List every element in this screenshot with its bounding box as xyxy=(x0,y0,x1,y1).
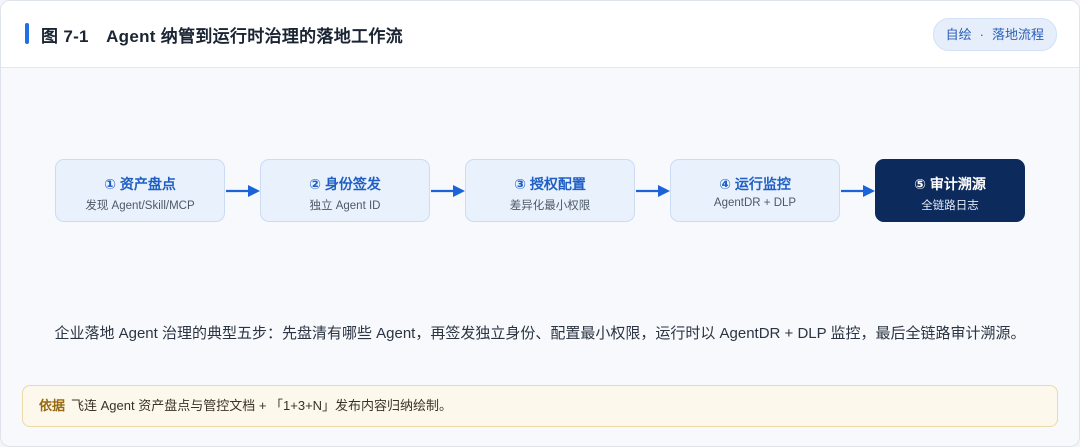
step-subtitle: 发现 Agent/Skill/MCP xyxy=(85,200,195,212)
step-subtitle: 全链路日志 xyxy=(921,200,979,212)
figure-title: 图 7-1 Agent 纳管到运行时治理的落地工作流 xyxy=(41,27,403,46)
tag-right: 落地流程 xyxy=(991,27,1044,42)
step-audit-tracing: ⑤ 审计溯源 全链路日志 xyxy=(875,159,1025,222)
step-asset-inventory: ① 资产盘点 发现 Agent/Skill/MCP xyxy=(55,159,225,222)
arrow-right-icon xyxy=(431,185,465,197)
step-title: ⑤ 审计溯源 xyxy=(914,176,986,192)
step-title: ① 资产盘点 xyxy=(104,176,176,192)
source-note: 依据飞连 Agent 资产盘点与管控文档 + 「1+3+N」发布内容归纳绘制。 xyxy=(22,385,1058,427)
arrow-right-icon xyxy=(841,185,875,197)
step-identity-issuance: ② 身份签发 独立 Agent ID xyxy=(260,159,430,222)
step-subtitle: AgentDR + DLP xyxy=(713,197,797,209)
accent-bar xyxy=(25,23,29,44)
step-authorization: ③ 授权配置 差异化最小权限 xyxy=(465,159,635,222)
step-subtitle: 差异化最小权限 xyxy=(509,200,591,212)
step-title: ③ 授权配置 xyxy=(514,176,586,192)
figure-header: 图 7-1 Agent 纳管到运行时治理的落地工作流 自绘 · 落地流程 xyxy=(1,1,1079,68)
step-runtime-monitoring: ④ 运行监控 AgentDR + DLP xyxy=(670,159,840,222)
arrow-right-icon xyxy=(636,185,670,197)
source-label: 依据 xyxy=(39,398,66,413)
step-title: ② 身份签发 xyxy=(309,176,381,192)
step-title: ④ 运行监控 xyxy=(719,176,791,192)
figure-caption: 企业落地 Agent 治理的典型五步：先盘清有哪些 Agent，再签发独立身份、… xyxy=(54,325,1026,342)
tag-left: 自绘 xyxy=(945,27,972,42)
tag-separator: · xyxy=(979,27,984,42)
source-tag: 自绘 · 落地流程 xyxy=(932,18,1057,51)
source-text: 飞连 Agent 资产盘点与管控文档 + 「1+3+N」发布内容归纳绘制。 xyxy=(71,398,453,413)
arrow-right-icon xyxy=(226,185,260,197)
step-subtitle: 独立 Agent ID xyxy=(309,200,381,212)
